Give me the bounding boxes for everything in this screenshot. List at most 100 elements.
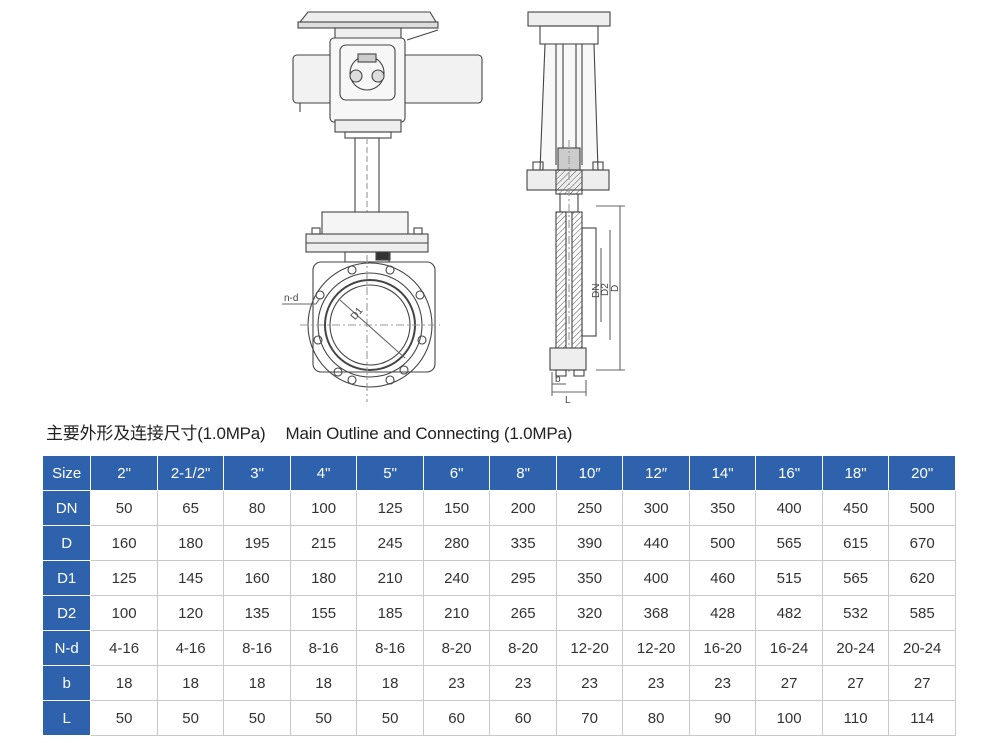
caption-zh: 主要外形及连接尺寸(1.0MPa)	[46, 424, 266, 443]
table-cell: 515	[755, 560, 823, 596]
side-view	[526, 11, 625, 396]
table-cell: 70	[555, 700, 624, 736]
table-cell: 8-16	[289, 630, 358, 666]
table-cell: 12-20	[555, 630, 624, 666]
table-cell: 428	[688, 595, 757, 631]
table-cell: 23	[688, 665, 757, 701]
table-cell: 110	[821, 700, 890, 736]
table-cell: 250	[555, 490, 624, 526]
table-cell: 27	[755, 665, 823, 701]
table-cell: 18	[289, 665, 358, 701]
table-cell: 4-16	[90, 630, 158, 666]
table-cell: 27	[888, 665, 956, 701]
table-cell: 23	[622, 665, 690, 701]
table-cell: 120	[156, 595, 225, 631]
size-header-cell: 14"	[688, 455, 757, 491]
table-cell: 125	[356, 490, 424, 526]
row-label: b	[41, 665, 92, 701]
table-cell: 100	[90, 595, 158, 631]
size-header-cell: 6"	[422, 455, 491, 491]
table-cell: 60	[489, 700, 557, 736]
table-cell: 145	[156, 560, 225, 596]
table-cell: 320	[555, 595, 624, 631]
table-cell: 295	[489, 560, 557, 596]
row-label: L	[41, 700, 92, 736]
size-header-cell: 20"	[888, 455, 956, 491]
label-d: D	[610, 285, 621, 292]
size-header-cell: 2-1/2"	[156, 455, 225, 491]
table-cell: 620	[888, 560, 956, 596]
table-cell: 400	[622, 560, 690, 596]
size-header-cell: 12″	[622, 455, 690, 491]
table-cell: 670	[888, 525, 956, 561]
table-cell: 245	[356, 525, 424, 561]
table-cell: 50	[223, 700, 291, 736]
table-cell: 114	[888, 700, 956, 736]
size-header-cell: 8"	[489, 455, 557, 491]
table-cell: 20-24	[821, 630, 890, 666]
table-cell: 18	[90, 665, 158, 701]
table-cell: 200	[489, 490, 557, 526]
row-label: DN	[41, 490, 92, 526]
size-header-cell: 3"	[223, 455, 291, 491]
table-cell: 160	[90, 525, 158, 561]
table-cell: 180	[156, 525, 225, 561]
table-cell: 20-24	[888, 630, 956, 666]
table-cell: 100	[755, 700, 823, 736]
table-cell: 23	[489, 665, 557, 701]
table-cell: 135	[223, 595, 291, 631]
table-cell: 23	[422, 665, 491, 701]
table-cell: 18	[356, 665, 424, 701]
table-cell: 565	[821, 560, 890, 596]
table-cell: 8-16	[356, 630, 424, 666]
table-cell: 155	[289, 595, 358, 631]
table-cell: 390	[555, 525, 624, 561]
size-header-cell: 5"	[356, 455, 424, 491]
table-cell: 4-16	[156, 630, 225, 666]
table-caption: 主要外形及连接尺寸(1.0MPa) Main Outline and Connec…	[46, 419, 572, 444]
table-cell: 265	[489, 595, 557, 631]
table-cell: 280	[422, 525, 491, 561]
table-cell: 18	[223, 665, 291, 701]
table-cell: 500	[688, 525, 757, 561]
table-cell: 450	[821, 490, 890, 526]
table-cell: 16-20	[688, 630, 757, 666]
table-cell: 100	[289, 490, 358, 526]
table-cell: 27	[821, 665, 890, 701]
row-label: D	[41, 525, 92, 561]
size-header-cell: 2"	[90, 455, 158, 491]
table-cell: 125	[90, 560, 158, 596]
row-label: D1	[41, 560, 92, 596]
table-cell: 50	[90, 490, 158, 526]
table-cell: 180	[289, 560, 358, 596]
table-cell: 18	[156, 665, 225, 701]
table-cell: 368	[622, 595, 690, 631]
row-label: N-d	[41, 630, 92, 666]
table-cell: 585	[888, 595, 956, 631]
table-cell: 565	[755, 525, 823, 561]
caption-en: Main Outline and Connecting (1.0MPa)	[285, 424, 573, 443]
table-cell: 400	[755, 490, 823, 526]
table-cell: 440	[622, 525, 690, 561]
table-cell: 8-20	[422, 630, 491, 666]
size-header-cell: 18"	[821, 455, 890, 491]
table-cell: 80	[223, 490, 291, 526]
table-cell: 210	[356, 560, 424, 596]
table-cell: 8-16	[223, 630, 291, 666]
table-cell: 50	[289, 700, 358, 736]
label-d1: D1	[349, 305, 366, 322]
table-cell: 60	[422, 700, 491, 736]
valve-drawing: n-d D1 DN D2 D b L	[282, 11, 625, 406]
table-cell: 335	[489, 525, 557, 561]
row-label: D2	[41, 595, 92, 631]
table-cell: 65	[156, 490, 225, 526]
